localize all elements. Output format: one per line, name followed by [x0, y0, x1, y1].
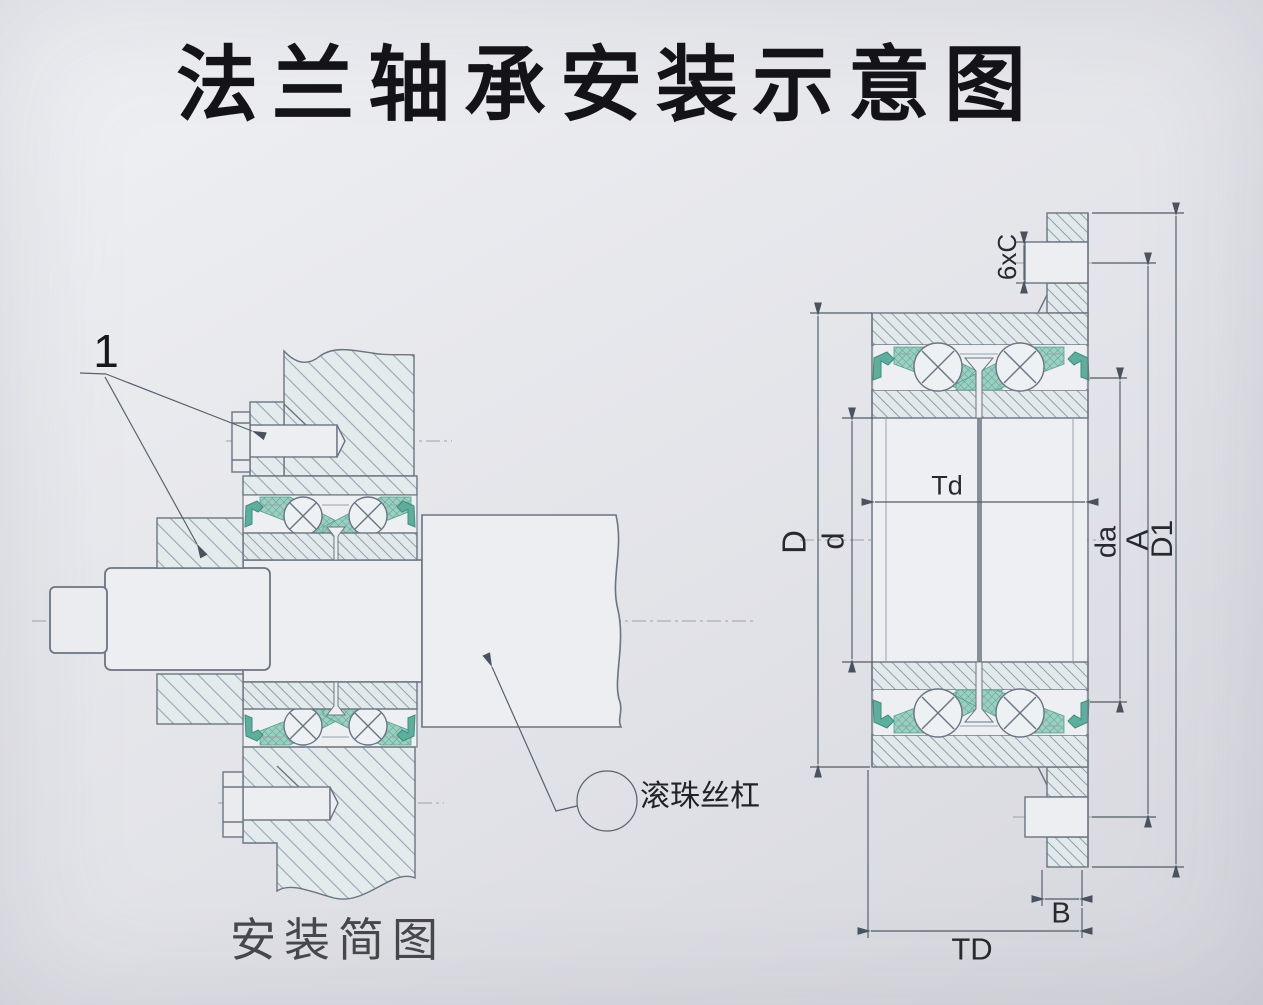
flange-bottom: [1024, 766, 1089, 868]
left-installation-diagram: [32, 348, 756, 900]
right-dimension-diagram: [800, 202, 1184, 938]
dim-label-outer-diameter: D: [775, 530, 813, 554]
mounting-bolt-top: [231, 411, 346, 473]
machine-base-lower: [242, 746, 416, 900]
dim-label-flange-diameter: D1: [1146, 519, 1179, 559]
dim-label-flange-width: B: [1051, 897, 1071, 930]
page-title: 法兰轴承安装示意图: [175, 40, 1041, 131]
dim-label-td-inner: Td: [931, 470, 963, 501]
dimension-lines: [810, 202, 1184, 938]
dim-label-bolt-holes: 6xC: [992, 233, 1022, 281]
dim-label-total-width: TD: [951, 931, 993, 967]
ball-screw-label: 滚珠丝杠: [640, 780, 760, 813]
clamp-blocks: [156, 517, 244, 725]
lower-bearing-left: [242, 681, 418, 748]
dim-label-bore-diameter: d: [815, 532, 851, 550]
upper-bearing-left: [242, 494, 418, 561]
flange-top: [1024, 212, 1089, 314]
upper-bearing-right: [872, 342, 1090, 419]
leader-lines: [79, 372, 638, 832]
part-number-label: 1: [93, 325, 119, 377]
bearing-faces: [871, 213, 1089, 867]
inner-ring-and-bore: [871, 389, 1089, 691]
shaft-sections: [49, 559, 423, 683]
left-diagram-caption: 安装简图: [230, 915, 446, 966]
dim-label-shoulder-diameter: da: [1090, 525, 1123, 559]
ball-screw-shaft: [421, 514, 623, 728]
lower-bearing-right: [872, 661, 1090, 738]
mounting-bolt-bottom: [222, 771, 339, 838]
machine-base-upper: [242, 348, 418, 496]
